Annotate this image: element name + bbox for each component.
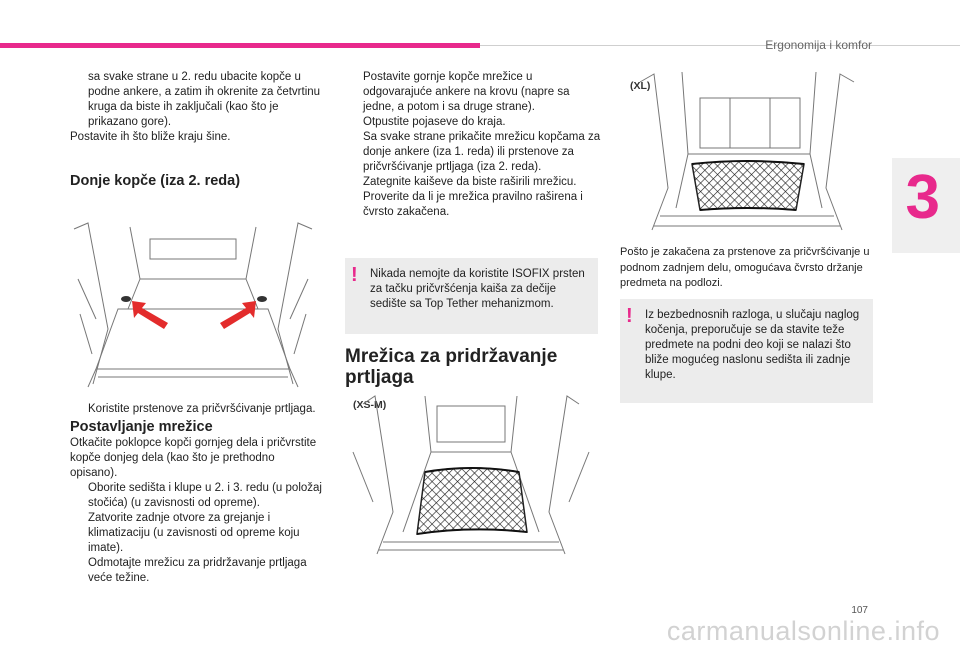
header-accent-bar — [0, 43, 480, 48]
page-number: 107 — [851, 605, 868, 616]
column-left-lower: Koristite prstenove za pričvršćivanje pr… — [70, 402, 325, 586]
warning-exclamation-icon: ! — [351, 264, 358, 286]
image-label-xl: (XL) — [630, 80, 651, 92]
paragraph: Otkačite poklopce kopči gornjeg dela i p… — [70, 437, 317, 479]
bullet-item: Otpustite pojaseve do kraja. — [345, 115, 601, 130]
column-left: sa svake strane u 2. redu ubacite kopče … — [70, 70, 325, 189]
heading-net-installation: Postavljanje mrežice — [70, 419, 213, 435]
column-middle: Postavite gornje kopče mrežice u odgovar… — [345, 70, 601, 220]
warning-note-braking: ! Iz bezbednosnih razloga, u slučaju nag… — [620, 299, 873, 403]
warning-note-isofix: ! Nikada nemojte da koristite ISOFIX prs… — [345, 258, 598, 334]
bullet-marker-icon — [70, 481, 88, 511]
chapter-number: 3 — [905, 163, 940, 232]
bullet-marker-icon — [70, 70, 88, 130]
bullet-item: Proverite da li je mrežica pravilno raši… — [345, 190, 601, 220]
bullet-item: Odmotajte mrežicu za pridržavanje prtlja… — [70, 556, 325, 586]
bullet-marker-icon — [345, 115, 363, 130]
bullet-marker-icon — [70, 511, 88, 556]
cargo-net-xl-illustration — [620, 68, 874, 236]
watermark: carmanualsonline.info — [666, 616, 940, 646]
bullet-item: Koristite prstenove za pričvršćivanje pr… — [70, 402, 325, 417]
bullet-item: Zatvorite zadnje otvore za grejanje i kl… — [70, 511, 325, 556]
section-title: Ergonomija i komfor — [765, 38, 872, 52]
bullet-item: Zategnite kaiševe da biste raširili mrež… — [345, 175, 601, 190]
bullet-marker-icon — [345, 70, 363, 115]
floor-anchors-illustration — [68, 219, 318, 391]
red-arrow-icon — [132, 301, 256, 329]
bullet-item: Sa svake strane prikačite mrežicu kopčam… — [345, 130, 601, 175]
bullet-marker-icon — [70, 402, 88, 417]
cargo-net-xs-m-illustration — [343, 392, 599, 560]
header-rule — [480, 45, 960, 46]
bullet-marker-icon — [345, 190, 363, 220]
paragraph-net-description: Pošto je zakačena za prstenove za pričvr… — [620, 246, 870, 289]
chapter-tab — [892, 158, 960, 253]
bullet-item: Oborite sedišta i klupe u 2. i 3. redu (… — [70, 481, 325, 511]
heading-lower-anchors: Donje kopče (iza 2. reda) — [70, 173, 241, 189]
heading-cargo-net: Mrežica za pridržavanje prtljaga — [345, 346, 558, 388]
bullet-item: sa svake strane u 2. redu ubacite kopče … — [70, 70, 325, 130]
bullet-marker-icon — [70, 556, 88, 586]
image-label-xs-m: (XS-M) — [353, 399, 387, 411]
bullet-marker-icon — [345, 130, 363, 175]
warning-exclamation-icon: ! — [626, 305, 633, 327]
bullet-marker-icon — [345, 175, 363, 190]
paragraph: Postavite ih što bliže kraju šine. — [70, 131, 231, 143]
bullet-item: Postavite gornje kopče mrežice u odgovar… — [345, 70, 601, 115]
